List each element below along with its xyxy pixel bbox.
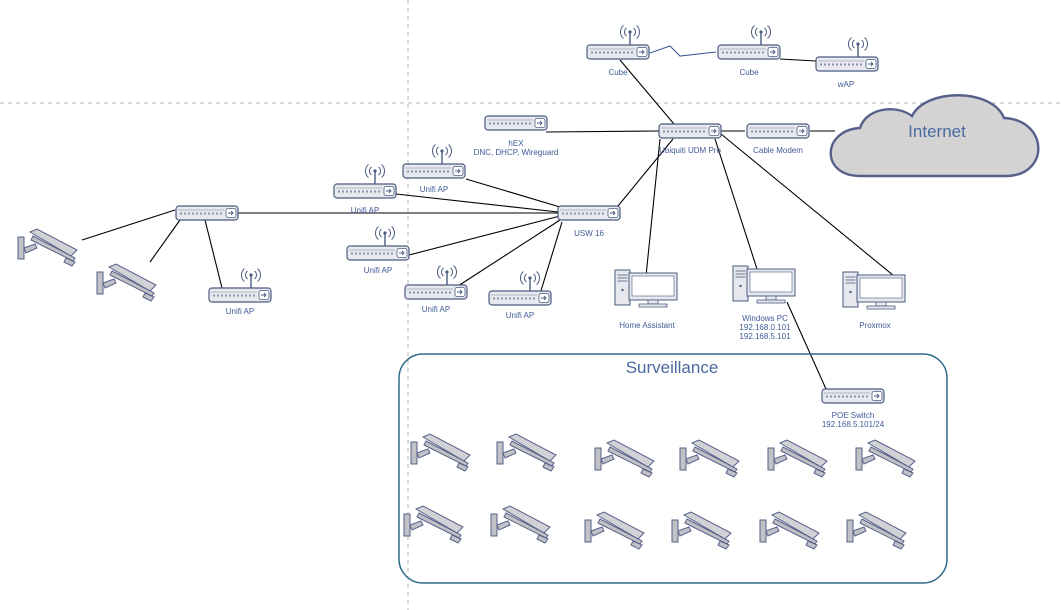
unifi-ap-a[interactable] <box>402 143 466 179</box>
poe-title: POE Switch <box>831 411 875 420</box>
usw-16-switch[interactable] <box>557 205 621 221</box>
link-switch-cam1 <box>81 209 176 241</box>
windows-pc[interactable] <box>732 265 796 304</box>
link-apb-usw <box>395 193 559 213</box>
proxmox-label: Proxmox <box>859 321 891 330</box>
camera-s5[interactable] <box>767 439 828 478</box>
surveillance-cameras <box>403 433 916 550</box>
camera-s6[interactable] <box>855 439 916 478</box>
windows-pc-ip1: 192.168.0.101 <box>739 323 791 332</box>
surveillance-group-box <box>398 353 948 584</box>
cube2-label: Cube <box>739 68 759 77</box>
ap-f-label: Unifi AP <box>225 307 255 316</box>
hex-sublabel: DNC, DHCP, Wireguard <box>473 148 559 157</box>
poe-label: POE Switch 192.168.5.101/24 <box>822 411 884 429</box>
usw-label: USW 16 <box>574 229 604 238</box>
wap-label: wAP <box>837 80 855 89</box>
link-udm-windows <box>714 138 758 270</box>
link-cube-wap <box>779 58 817 62</box>
ap-b-label: Unifi AP <box>350 206 380 215</box>
link-apa-usw <box>465 178 561 208</box>
link-ape-usw <box>539 221 563 295</box>
link-wireless-cube <box>649 45 717 57</box>
cube-router-2[interactable] <box>717 24 781 60</box>
windows-pc-title: Windows PC <box>742 314 788 323</box>
camera-s10[interactable] <box>671 511 732 550</box>
home-assistant-pc[interactable] <box>614 269 678 308</box>
camera-s3[interactable] <box>594 439 655 478</box>
camera-s4[interactable] <box>679 439 740 478</box>
ap-e-label: Unifi AP <box>505 311 535 320</box>
poe-switch[interactable] <box>821 388 885 404</box>
proxmox-pc[interactable] <box>842 271 906 310</box>
link-udm-usw <box>617 138 674 207</box>
camera-s11[interactable] <box>759 511 820 550</box>
hex-router[interactable] <box>484 115 548 131</box>
cube-router-1[interactable] <box>586 24 650 60</box>
connections <box>81 45 895 390</box>
udm-label: Ubiquiti UDM Pro <box>659 146 721 155</box>
camera-s12[interactable] <box>846 511 907 550</box>
ap-c-label: Unifi AP <box>363 266 393 275</box>
udm-pro-router[interactable] <box>658 123 722 139</box>
unifi-ap-d[interactable] <box>404 264 468 300</box>
camera-s2[interactable] <box>496 433 557 472</box>
camera-outdoor-2[interactable] <box>96 263 157 302</box>
internet-label: Internet <box>908 122 966 141</box>
hex-label: hEX DNC, DHCP, Wireguard <box>474 139 559 157</box>
camera-outdoor-1[interactable] <box>17 228 78 267</box>
ap-a-label: Unifi AP <box>419 185 449 194</box>
home-assistant-label: Home Assistant <box>619 321 675 330</box>
cable-modem[interactable] <box>746 123 810 139</box>
link-cube-udm <box>619 59 675 125</box>
unifi-ap-c[interactable] <box>346 225 410 261</box>
poe-ip: 192.168.5.101/24 <box>821 420 885 429</box>
camera-s7[interactable] <box>403 505 464 544</box>
camera-switch[interactable] <box>175 205 239 221</box>
unifi-ap-b[interactable] <box>333 163 397 199</box>
camera-s8[interactable] <box>490 505 551 544</box>
camera-s1[interactable] <box>410 433 471 472</box>
surveillance-title: Surveillance <box>625 358 719 377</box>
link-apc-usw <box>408 215 561 256</box>
link-udm-homeassistant <box>645 138 661 277</box>
internet-cloud <box>829 94 1040 178</box>
windows-pc-label: Windows PC 192.168.0.101 192.168.5.101 <box>739 314 790 341</box>
camera-s9[interactable] <box>584 511 645 550</box>
ap-d-label: Unifi AP <box>421 305 451 314</box>
windows-pc-ip2: 192.168.5.101 <box>739 332 791 341</box>
link-windows-poe <box>786 301 827 390</box>
link-udm-proxmox <box>720 133 895 277</box>
modem-label: Cable Modem <box>753 146 803 155</box>
cube1-label: Cube <box>608 68 628 77</box>
link-hex-udm <box>545 130 660 133</box>
link-apd-usw <box>457 219 561 287</box>
wap-router[interactable] <box>815 36 879 72</box>
link-switch-cam2 <box>149 219 181 263</box>
link-switch-apf <box>204 219 223 289</box>
hex-title: hEX <box>508 139 524 148</box>
